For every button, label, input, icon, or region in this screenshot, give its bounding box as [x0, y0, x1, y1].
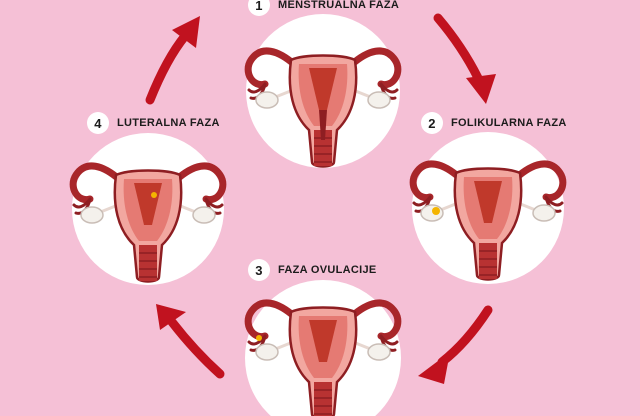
uterus-follicular-icon — [413, 164, 563, 280]
phase-4-label: 4 LUTERALNA FAZA — [87, 111, 220, 135]
phase-4-number-badge: 4 — [87, 112, 109, 134]
phase-1-label: 1 MENSTRUALNA FAZA — [248, 0, 399, 17]
uterus-ovulation-icon — [248, 303, 398, 416]
phase-3-title: FAZA OVULACIJE — [278, 264, 377, 276]
phase-1-title: MENSTRUALNA FAZA — [278, 0, 400, 11]
phase-2-title: FOLIKULARNA FAZA — [451, 117, 567, 129]
phase-3-number-badge: 3 — [248, 259, 270, 281]
arrow-4-to-1-icon — [145, 16, 200, 105]
arrow-1-to-2-icon — [433, 13, 496, 104]
phase-3-label: 3 FAZA OVULACIJE — [248, 258, 377, 282]
phase-2-label: 2 FOLIKULARNA FAZA — [421, 111, 567, 135]
phase-4-title: LUTERALNA FAZA — [117, 117, 220, 129]
uterus-luteal-icon — [73, 166, 223, 282]
phase-1-number-badge: 1 — [248, 0, 270, 16]
arrow-3-to-4-icon — [156, 304, 225, 379]
phase-2-number-badge: 2 — [421, 112, 443, 134]
arrow-2-to-3-icon — [418, 305, 493, 384]
uterus-menstrual-icon — [248, 51, 398, 167]
